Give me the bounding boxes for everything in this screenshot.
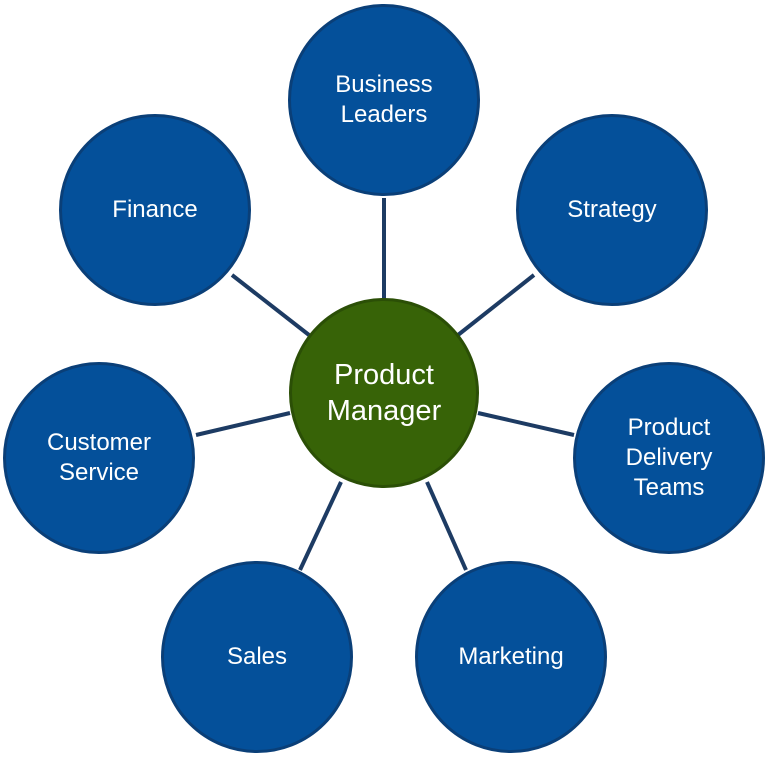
center-node-product-manager: Product Manager (289, 298, 479, 488)
connector-strategy (456, 273, 536, 337)
node-customer-service: Customer Service (3, 362, 195, 554)
node-label: Finance (112, 196, 198, 223)
connector-product-delivery-teams (477, 411, 575, 437)
node-marketing: Marketing (415, 561, 607, 753)
node-finance: Finance (59, 114, 251, 306)
node-label: Business Leaders (335, 71, 433, 128)
node-strategy: Strategy (516, 114, 708, 306)
node-label: Product Delivery Teams (625, 414, 713, 501)
connector-sales (298, 481, 343, 571)
node-product-delivery-teams: Product Delivery Teams (573, 362, 765, 554)
center-node-label: Product Manager (326, 358, 442, 427)
node-label: Customer Service (46, 429, 152, 486)
node-label: Marketing (458, 643, 564, 670)
node-business-leaders: Business Leaders (288, 4, 480, 196)
node-label: Strategy (567, 196, 657, 223)
node-sales: Sales (161, 561, 353, 753)
connector-customer-service (195, 411, 291, 437)
node-label: Sales (226, 643, 288, 670)
connector-finance (230, 273, 311, 337)
connector-marketing (425, 481, 468, 571)
